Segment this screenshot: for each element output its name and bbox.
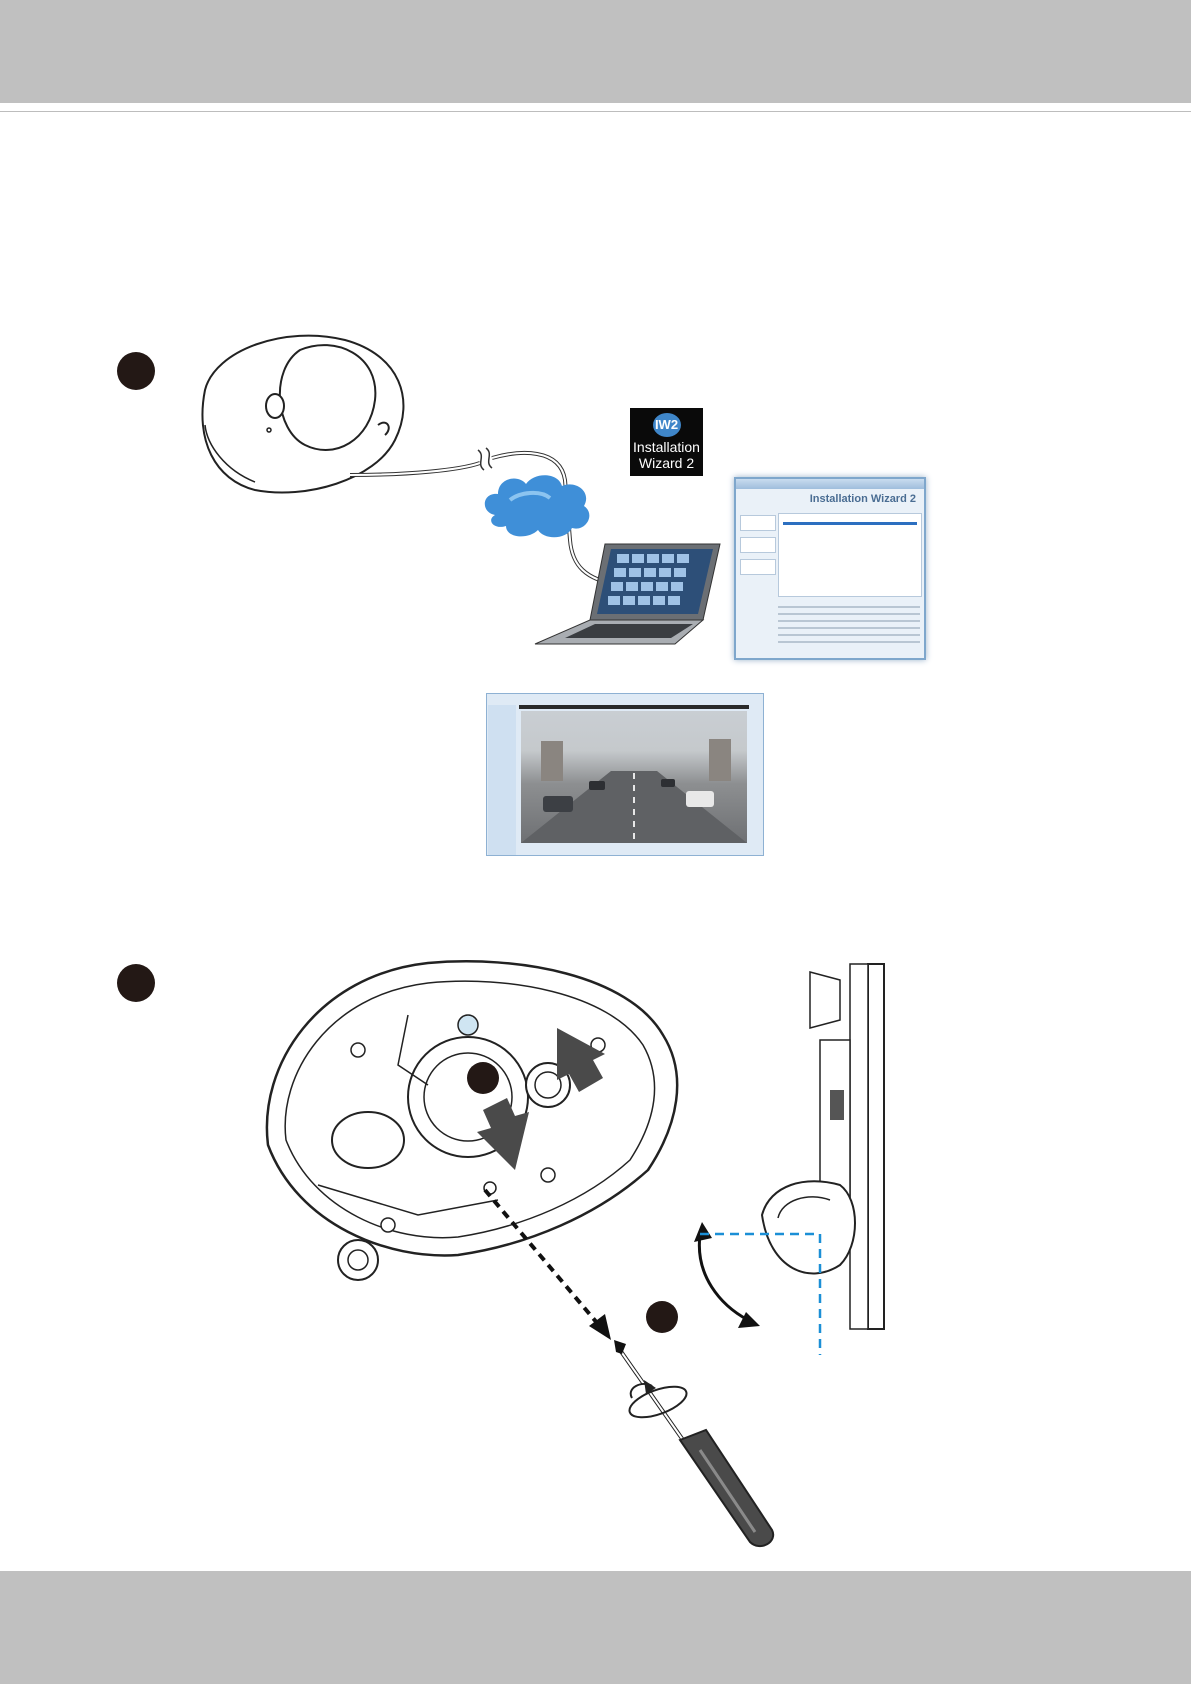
installation-wizard-glyph: IW2 — [653, 413, 681, 437]
wizard-device-list — [778, 513, 922, 597]
wizard-help-text — [778, 601, 920, 655]
tilt-guide-lines — [700, 1230, 830, 1360]
live-view-toolbar — [519, 705, 749, 709]
step-2a-marker — [467, 1062, 499, 1094]
installation-wizard-window: Installation Wizard 2 — [734, 477, 926, 660]
wizard-title: Installation Wizard 2 — [810, 493, 916, 505]
step-2-marker — [117, 964, 155, 1002]
live-view-window — [486, 693, 764, 856]
installation-wizard-label-line1: Installation — [630, 439, 703, 455]
lens-adjust-arrows-icon — [475, 1020, 615, 1180]
live-view-video — [521, 711, 747, 843]
screw-direction-arrow — [485, 1190, 625, 1350]
step-2b-marker — [646, 1301, 678, 1333]
header-band — [0, 0, 1191, 103]
installation-wizard-label-line2: Wizard 2 — [630, 455, 703, 471]
network-cloud-icon — [480, 470, 595, 540]
laptop-illustration — [535, 540, 725, 650]
footer-band — [0, 1571, 1191, 1684]
wizard-sidebar — [740, 515, 776, 655]
header-rule — [0, 111, 1191, 112]
wizard-titlebar — [736, 479, 924, 489]
screwdriver-icon — [610, 1340, 780, 1550]
step-1-marker — [117, 352, 155, 390]
live-view-street-scene — [521, 711, 747, 843]
installation-wizard-icon[interactable]: IW2 Installation Wizard 2 — [630, 408, 703, 476]
live-view-sidebar — [488, 705, 516, 855]
